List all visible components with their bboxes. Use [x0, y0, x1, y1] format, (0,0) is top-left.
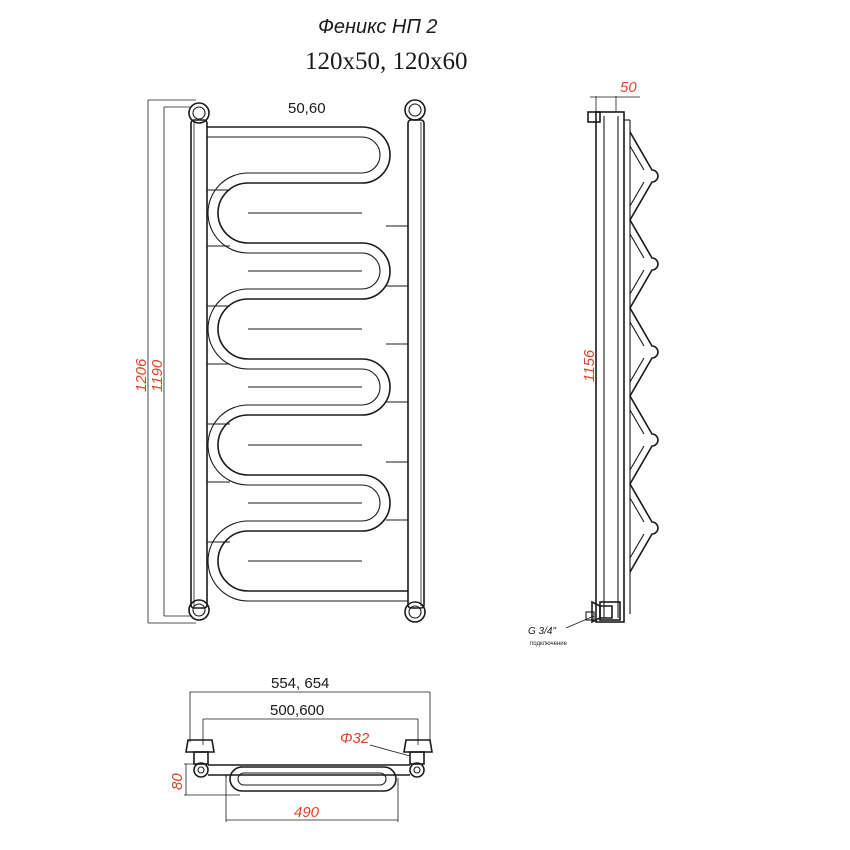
product-sizes: 120x50, 120x60	[305, 48, 468, 75]
coil-width-dimension: 490	[225, 778, 399, 822]
right-collector	[404, 99, 426, 623]
side-height-label: 1156	[581, 349, 598, 382]
thread-label: G 3/4"	[528, 626, 556, 637]
depth-80-label: 80	[169, 773, 186, 790]
thread-note: подключение	[530, 641, 568, 647]
width-outer-dimension: 554, 654	[189, 675, 431, 742]
coil-width-label: 490	[294, 804, 320, 821]
front-height-dimension: 1206 1190	[133, 99, 196, 624]
left-collector	[188, 102, 210, 621]
height-inner-label: 1190	[149, 359, 166, 392]
connection-valve	[585, 600, 621, 624]
depth-label: 50	[620, 79, 637, 96]
side-view: 50 1156 G 3/4" подключение	[528, 79, 659, 647]
bar-spacing-label: 50,60	[288, 100, 326, 117]
width-outer-label: 554, 654	[271, 675, 329, 692]
collector-stubs	[207, 189, 408, 543]
serpentine-coil-inner	[207, 136, 408, 602]
product-title: Феникс НП 2	[318, 16, 438, 38]
height-outer-label: 1206	[133, 358, 150, 392]
top-coil-outline	[229, 766, 397, 792]
right-bracket	[403, 739, 433, 778]
top-view: 554, 654 500,600 Φ32	[169, 675, 433, 822]
side-coil-profile	[629, 131, 659, 573]
width-inner-dimension: 500,600	[202, 702, 419, 745]
left-bracket	[185, 739, 215, 778]
serpentine-coil-outer	[207, 126, 408, 592]
width-inner-label: 500,600	[270, 702, 324, 719]
front-view: 1206 1190 50,60	[133, 99, 426, 624]
pipe-diameter-label: Φ32	[340, 730, 370, 747]
depth-80-dimension: 80	[169, 763, 240, 796]
